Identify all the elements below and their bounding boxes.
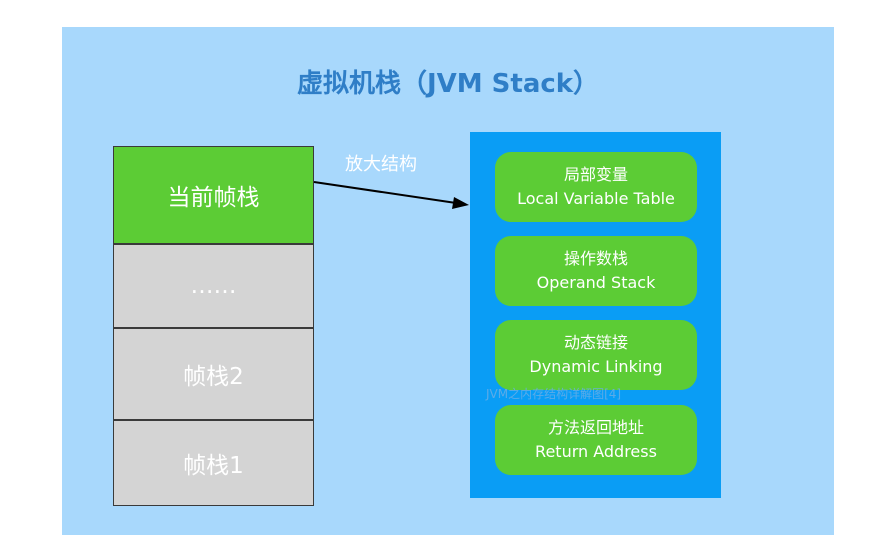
ellipsis-frame: ……	[113, 244, 314, 328]
local-variable-table-block: 局部变量 Local Variable Table	[495, 152, 697, 222]
frame-1-label: 帧栈1	[183, 453, 244, 479]
watermark-text: JVM之内存结构详解图[4]	[486, 387, 622, 401]
current-frame-label: 当前帧栈	[167, 185, 260, 211]
return-address-block: 方法返回地址 Return Address	[495, 405, 697, 475]
dynamic-linking-en: Dynamic Linking	[529, 357, 663, 376]
dynamic-linking-zh: 动态链接	[563, 333, 628, 352]
operand-stack-zh: 操作数栈	[563, 249, 628, 268]
zoom-arrow-head	[452, 197, 469, 209]
local-variable-table-zh: 局部变量	[563, 165, 628, 184]
zoom-arrow-line	[313, 181, 457, 204]
frame-2: 帧栈2	[113, 328, 314, 420]
zoom-structure-label: 放大结构	[345, 154, 417, 175]
return-address-en: Return Address	[535, 442, 657, 461]
local-variable-table-en: Local Variable Table	[517, 189, 675, 208]
frame-2-label: 帧栈2	[183, 364, 244, 390]
dynamic-linking-block: 动态链接 Dynamic Linking	[495, 320, 697, 390]
ellipsis-frame-label: ……	[190, 273, 237, 299]
operand-stack-block: 操作数栈 Operand Stack	[495, 236, 697, 306]
current-frame: 当前帧栈	[113, 146, 314, 244]
return-address-zh: 方法返回地址	[547, 418, 644, 437]
diagram-title: 虚拟机栈（JVM Stack）	[296, 69, 600, 99]
operand-stack-en: Operand Stack	[536, 273, 656, 292]
frame-1: 帧栈1	[113, 420, 314, 506]
